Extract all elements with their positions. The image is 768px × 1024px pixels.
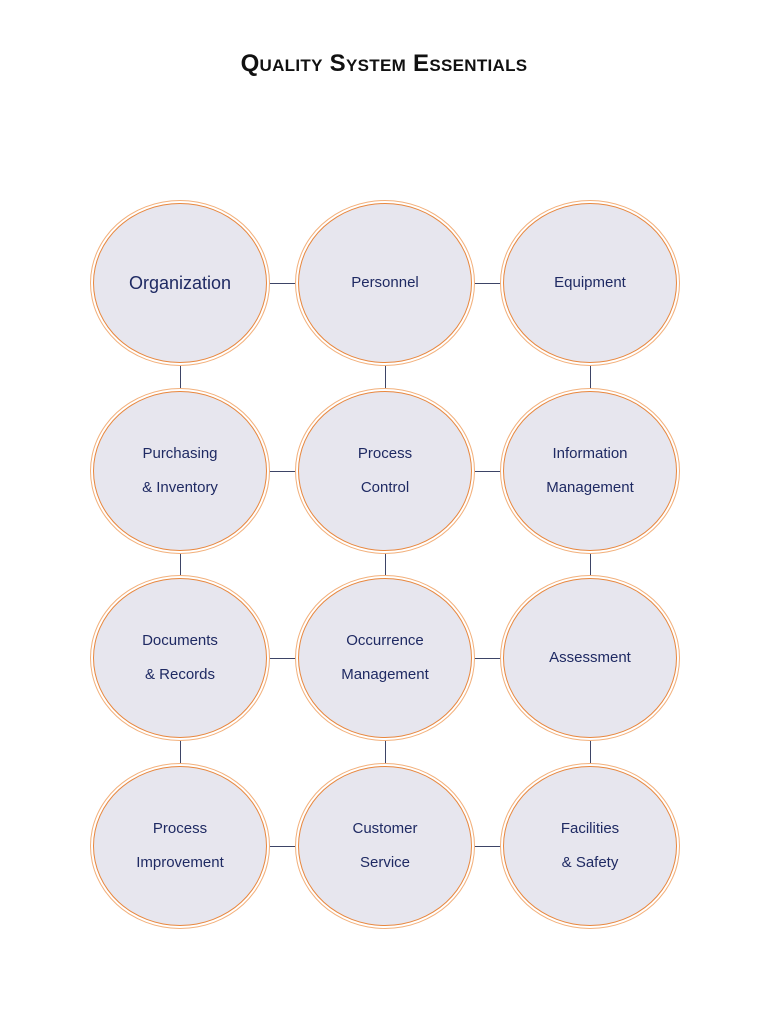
connector-vertical (180, 736, 181, 768)
connector-vertical (180, 549, 181, 580)
node-label: & Safety (561, 854, 619, 871)
node-label: Organization (128, 273, 232, 293)
node-label: Management (546, 479, 634, 496)
connector-horizontal (265, 658, 300, 659)
node-label: Information (552, 445, 628, 462)
node-label: Personnel (351, 274, 419, 291)
connector-vertical (385, 549, 386, 580)
connector-horizontal (470, 846, 505, 847)
connector-vertical (590, 549, 591, 580)
node-label: Service (359, 854, 411, 871)
node-label: Management (341, 666, 429, 683)
node-circle: Personnel (298, 203, 472, 363)
node-circle: Purchasing & Inventory (93, 391, 267, 551)
connector-horizontal (470, 658, 505, 659)
connector-vertical (385, 736, 386, 768)
node-circle: Organization (93, 203, 267, 363)
connector-horizontal (470, 283, 505, 284)
connector-horizontal (265, 846, 300, 847)
node-circle: Documents & Records (93, 578, 267, 738)
connector-vertical (180, 361, 181, 393)
node-label: & Inventory (142, 479, 218, 496)
node-label: Process (152, 820, 208, 837)
node-label: Customer (352, 820, 418, 837)
node-label: Facilities (560, 820, 620, 837)
connector-horizontal (265, 471, 300, 472)
connector-vertical (590, 736, 591, 768)
node-circle: Assessment (503, 578, 677, 738)
page-title: Quality System Essentials (240, 50, 528, 77)
node-label: Process (357, 445, 413, 462)
node-label: Documents (142, 632, 218, 649)
node-label: Assessment (549, 649, 631, 666)
node-label: Equipment (554, 274, 626, 291)
node-circle: Equipment (503, 203, 677, 363)
node-label: & Records (144, 666, 216, 683)
node-circle: Facilities & Safety (503, 766, 677, 926)
node-label: Control (360, 479, 410, 496)
connector-vertical (385, 361, 386, 393)
connector-horizontal (265, 283, 300, 284)
node-label: Improvement (136, 854, 224, 871)
node-label: Purchasing (142, 445, 218, 462)
connector-vertical (590, 361, 591, 393)
connector-horizontal (470, 471, 505, 472)
node-label: Occurrence (346, 632, 424, 649)
